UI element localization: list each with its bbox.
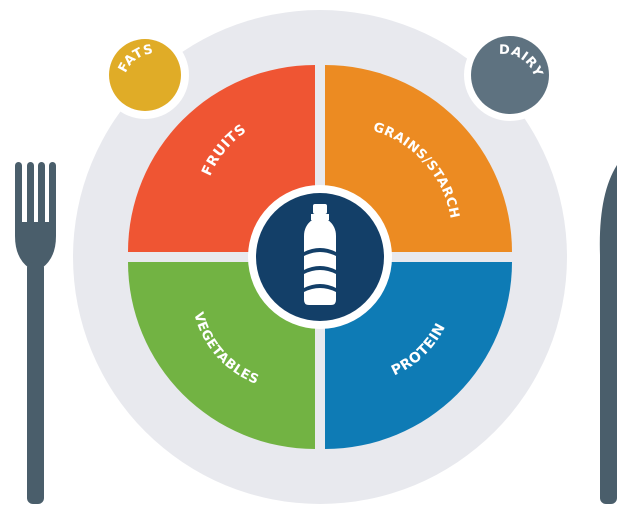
fats-circle: FATS [101,31,189,119]
dairy-circle: DAIRY [464,29,556,121]
water-bottle-icon [304,204,336,305]
fruits-segment [128,65,315,252]
vegetables-segment [128,262,315,449]
protein-segment [325,262,512,449]
knife-icon [599,165,617,504]
water-circle [248,185,392,329]
grains-starch-segment [325,65,512,252]
fork-icon [15,162,56,504]
